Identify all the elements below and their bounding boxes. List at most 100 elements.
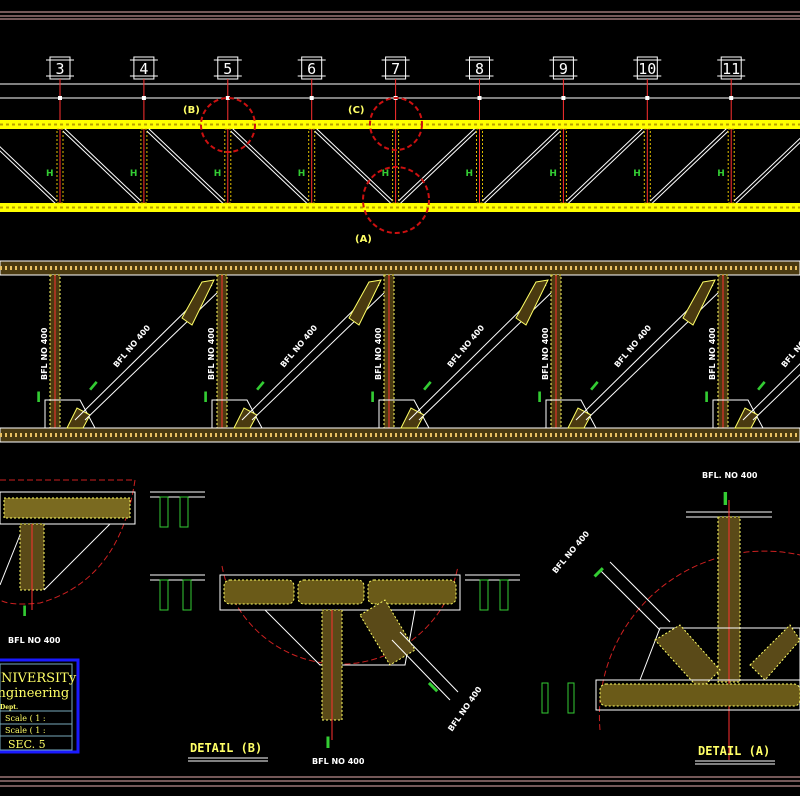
member-label: BFL NO 400 (551, 529, 592, 575)
callout-label-c: (C) (348, 105, 364, 116)
i-beam-icon: H (717, 169, 725, 179)
diagonal-member-inner (734, 139, 800, 203)
member-label: BFL NO 400 (613, 323, 654, 369)
gusset-plate (348, 279, 382, 326)
grid-label: 10 (638, 60, 656, 78)
grid-label: 3 (55, 60, 64, 78)
member-label: BFL NO 400 (446, 323, 487, 369)
dimension-tick (645, 96, 650, 100)
member-label-top: BFL. NO 400 (702, 471, 758, 480)
member-label: BFL NO 400 (207, 327, 216, 380)
i-beam-icon: I (370, 390, 375, 406)
callout-label-b: (B) (183, 105, 200, 116)
diagonal-member-inner (0, 147, 57, 203)
title-scale-2: Scale ( 1 : (5, 726, 46, 735)
sheet-border (0, 11, 800, 787)
diagonal-member-inner (147, 129, 225, 203)
i-beam-icon: I (537, 390, 542, 406)
i-beam-icon: I (325, 733, 331, 752)
i-beam-icon: I (425, 678, 443, 696)
detail-a-title: DETAIL (A) (698, 744, 770, 758)
diagonal-member (733, 137, 800, 204)
i-beam-icon: H (633, 169, 641, 179)
i-beam-icon: I (203, 390, 208, 406)
truss-plan: HHHHHHHHHH (0, 120, 800, 212)
title-line2: Engineering (0, 686, 69, 701)
i-beam-icon: H (549, 169, 557, 179)
title-block: UNIVERSITy Engineering Dept. Scale ( 1 :… (0, 658, 80, 754)
diagonal-member (742, 363, 800, 421)
diagonal-member-inner (315, 129, 393, 203)
callout-circles (200, 97, 430, 234)
grid-axes: 3 4 5 6 7 8 9 10 11 (46, 56, 746, 212)
grid-label: 5 (223, 60, 232, 78)
callout-label-a: (A) (355, 234, 372, 245)
callout-circle-c (369, 97, 423, 151)
dimension-tick (477, 96, 482, 100)
i-beam-icon: I (420, 379, 434, 395)
grid-label: 11 (722, 60, 740, 78)
diagonal-member (752, 374, 800, 421)
i-beam-icon: I (722, 489, 729, 510)
i-beam-icon: H (214, 169, 222, 179)
i-beam-icon: I (253, 379, 267, 395)
title-line1: UNIVERSITy (0, 671, 77, 686)
dimension-tick (58, 96, 62, 100)
i-beam-icon: I (36, 390, 41, 406)
diagonal-member (0, 146, 58, 204)
member-label: BFL NO 400 (112, 323, 153, 369)
dimension-tick (561, 96, 566, 100)
i-beam-icon: H (130, 169, 138, 179)
member-label: BFL NO 400 (312, 757, 365, 766)
detail-b-title: DETAIL (B) (190, 741, 262, 755)
gusset-plate (682, 279, 716, 326)
callout-circle-b (200, 97, 256, 153)
top-chord (0, 120, 800, 129)
detail-b: I I BFL NO 400 BFL NO 400 DETAIL (B) (188, 565, 484, 766)
member-label: BFL NO 400 (708, 327, 717, 380)
member-label: BFL NO 400 (279, 323, 320, 369)
grid-label: 4 (139, 60, 148, 78)
title-section: SEC. 5 (8, 738, 46, 751)
member-label: BFL NO 400 (446, 685, 484, 733)
detail-a: I I BFL. NO 400 BFL NO 400 DETAIL (A) (551, 471, 800, 765)
dimension-tick (225, 96, 230, 100)
grid-label: 6 (307, 60, 316, 78)
diagonal-member-inner (231, 129, 309, 203)
i-beam-icon: H (466, 169, 474, 179)
member-label: BFL NO 400 (780, 323, 800, 369)
diagonal-member-inner (63, 129, 141, 203)
member-label: BFL NO 400 (8, 636, 61, 645)
detail-left: BFL NO 400 I (0, 479, 136, 645)
dimension-tick (141, 96, 146, 100)
i-beam-icon: H (298, 169, 306, 179)
member-label: BFL NO 400 (374, 327, 383, 380)
i-beam-icon: I (704, 390, 709, 406)
grid-label: 9 (559, 60, 568, 78)
grid-label: 8 (475, 60, 484, 78)
title-dept: Dept. (0, 704, 18, 711)
dimension-tick (729, 96, 734, 100)
i-beam-icon: I (86, 379, 100, 395)
diagonal-member-inner (482, 129, 561, 203)
member-label: BFL NO 400 (40, 327, 49, 380)
member-label: BFL NO 400 (541, 327, 550, 380)
i-beam-icon: I (590, 564, 608, 582)
diagonal-member-inner (566, 129, 644, 203)
bottom-chord (0, 203, 800, 212)
i-beam-icon: I (22, 604, 27, 620)
gusset-plate (181, 279, 215, 326)
section-details (150, 491, 575, 714)
i-beam-icon: H (382, 169, 390, 179)
title-scale: Scale ( 1 : (5, 714, 46, 723)
i-beam-icon: I (754, 379, 768, 395)
i-beam-icon: H (46, 169, 54, 179)
dimension-tick (309, 96, 314, 100)
diagonal-member-inner (650, 129, 728, 203)
diagonal-member-inner (398, 129, 477, 203)
i-beam-icon: I (587, 379, 601, 395)
callout-circle-a (362, 166, 430, 234)
grid-label: 7 (391, 60, 400, 78)
